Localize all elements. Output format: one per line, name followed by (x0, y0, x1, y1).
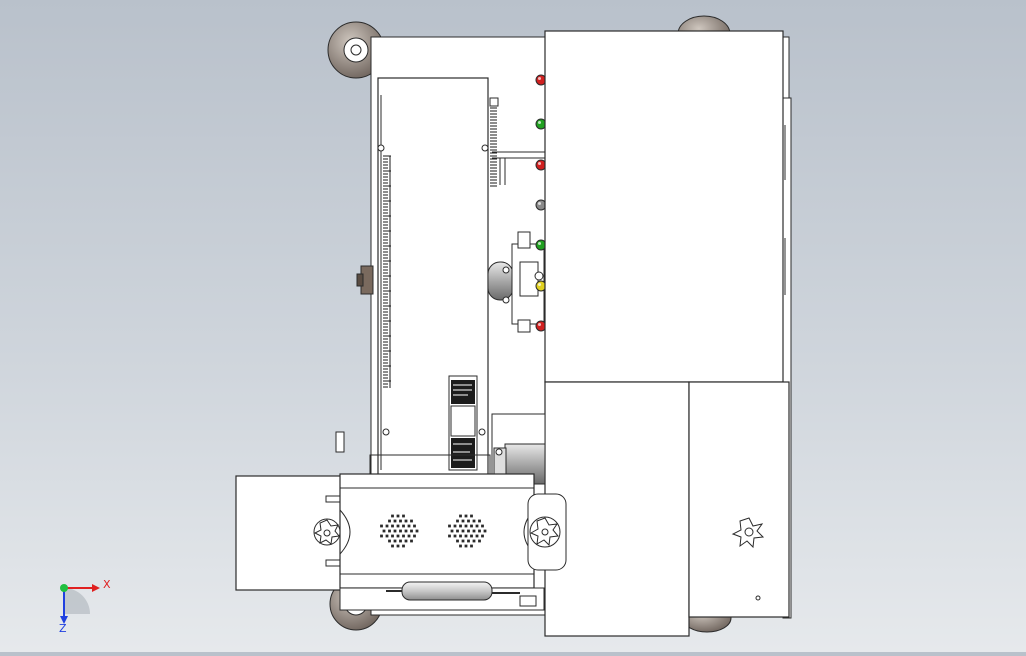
cross-arm (492, 151, 545, 185)
panel-screw (755, 595, 761, 601)
caster-wheel-top-left (327, 21, 385, 79)
lower-center-panel (544, 381, 690, 637)
bottom-roller-bar (339, 581, 545, 611)
star-knob[interactable] (731, 517, 765, 549)
axis-triad: X Z (59, 578, 111, 635)
scale-rack-right (490, 107, 497, 187)
side-latch (335, 431, 345, 453)
vent-grille-left (380, 514, 419, 548)
roller-housing (339, 473, 535, 589)
rack-top-screw (489, 97, 499, 107)
nameplate-label (448, 375, 478, 471)
side-knob[interactable] (356, 265, 374, 295)
gear-mechanism[interactable] (487, 231, 545, 333)
axis-z-label: Z (59, 622, 67, 635)
upper-right-panel (544, 30, 784, 383)
axis-x-label: X (103, 578, 111, 591)
roller-knob-left[interactable] (313, 518, 341, 546)
lower-right-panel (688, 381, 790, 618)
scale-rack-left (383, 155, 391, 388)
vent-grille-right (448, 514, 487, 548)
roller-knob-right[interactable] (527, 493, 567, 571)
indicator-light-red (535, 74, 547, 86)
